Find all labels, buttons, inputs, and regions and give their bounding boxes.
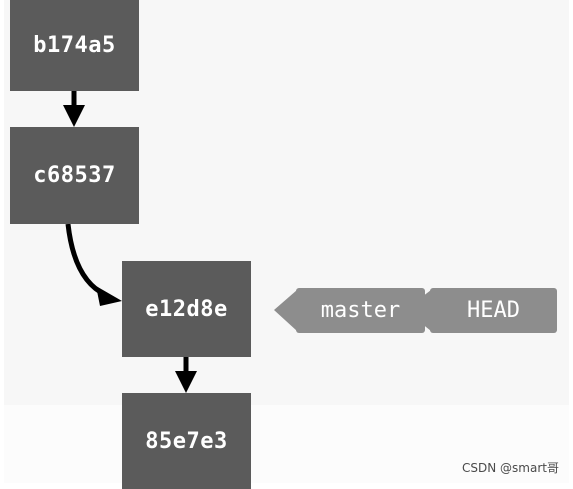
branch-label-master: master	[296, 288, 425, 333]
commit-node-c68537: c68537	[10, 127, 139, 224]
head-label: HEAD	[430, 288, 557, 333]
arrowhead-e12d8e-to-85e7e3	[175, 371, 197, 393]
master-pointer-notch	[274, 290, 297, 331]
arrow-c68537-to-e12d8e	[65, 223, 108, 298]
commit-node-e12d8e: e12d8e	[122, 261, 251, 357]
commit-node-85e7e3: 85e7e3	[122, 393, 251, 489]
arrowhead-c68537-to-e12d8e	[96, 286, 122, 306]
arrowhead-b174a5-to-c68537	[63, 105, 85, 127]
watermark: CSDN @smart哥	[462, 461, 559, 475]
commit-node-b174a5: b174a5	[10, 0, 139, 91]
diagram-canvas-lower	[4, 405, 569, 483]
